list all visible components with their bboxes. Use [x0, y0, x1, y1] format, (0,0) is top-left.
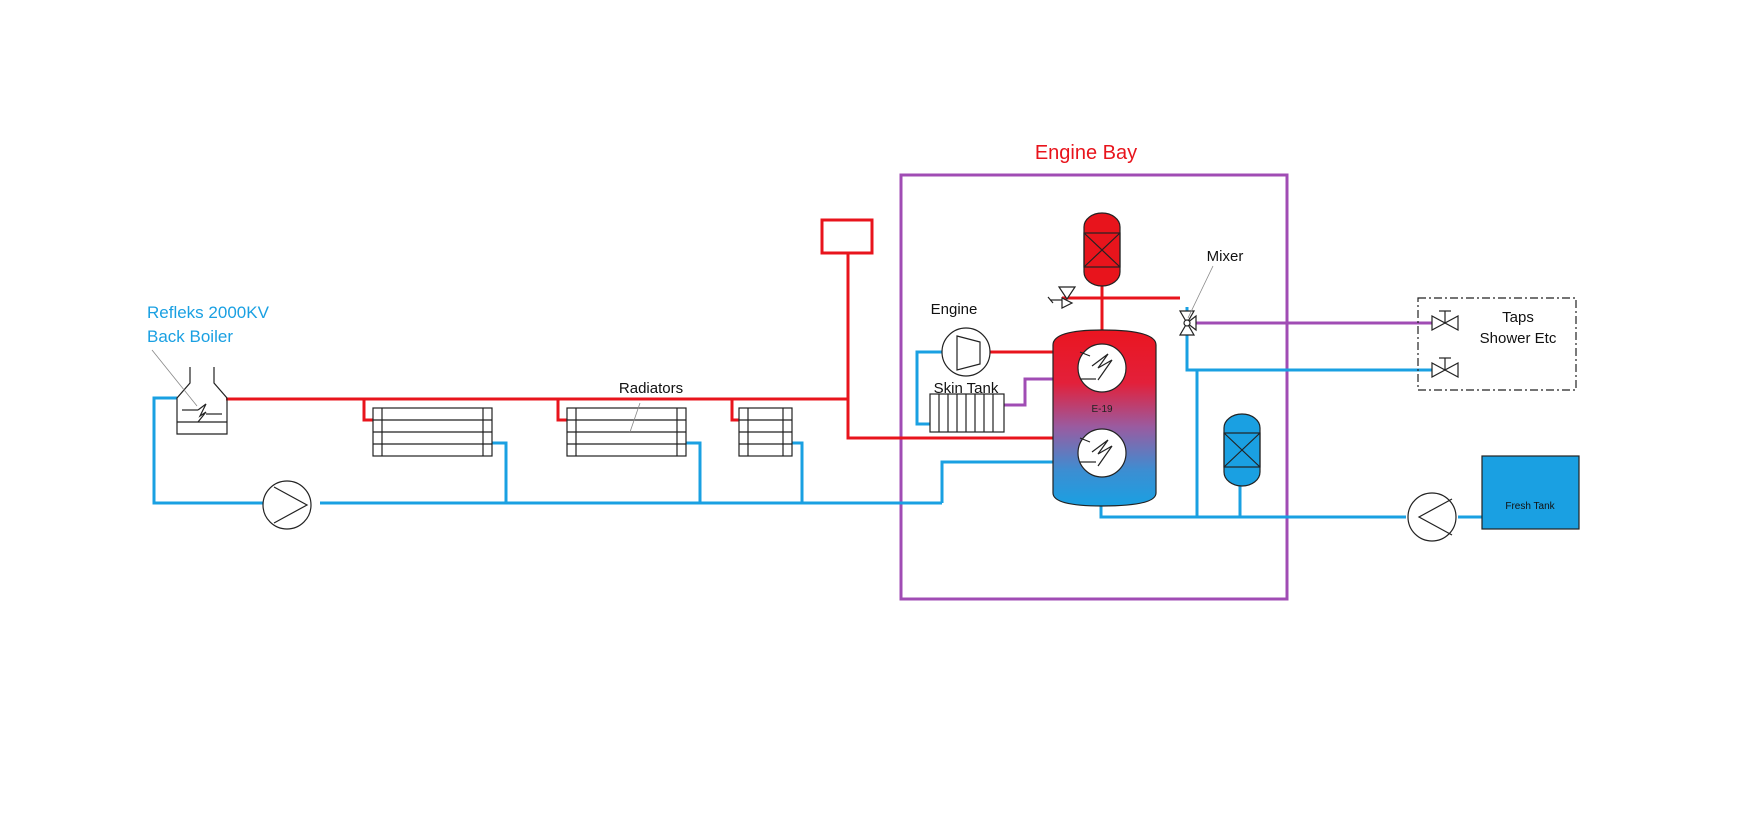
skin-tank-label: Skin Tank: [934, 380, 999, 397]
hot-pipes: [226, 253, 1180, 440]
mixing-valve-icon: [1178, 310, 1197, 336]
heat-exchanger-coil-icon: [1077, 428, 1127, 478]
tap-valve-icon: [1431, 310, 1459, 332]
boiler-label-line2: Back Boiler: [147, 327, 233, 346]
pump-icon: [262, 480, 312, 530]
fresh-tank: [1481, 455, 1580, 530]
boiler-leader-line: [151, 349, 198, 407]
header-tank: [820, 218, 874, 255]
radiator-1: [372, 407, 493, 457]
radiators-leader-line: [629, 402, 641, 433]
expansion-vessel-icon: [1223, 413, 1261, 487]
mixer-label: Mixer: [1207, 248, 1244, 265]
cold-pipes: [152, 307, 1482, 519]
engine-bay-label: Engine Bay: [1035, 142, 1137, 164]
engine-label: Engine: [931, 301, 978, 318]
engine: [941, 327, 991, 377]
radiator-3: [738, 407, 793, 457]
radiator-2: [566, 407, 687, 457]
expansion-vessel-icon: [1083, 212, 1121, 287]
engine-bay-border: [899, 173, 1289, 601]
taps-label-line2: Shower Etc: [1480, 330, 1557, 347]
taps-label-line1: Taps: [1502, 309, 1534, 326]
heat-exchanger-coil-icon: [1077, 343, 1127, 393]
boiler-label-line1: Refleks 2000KV: [147, 303, 270, 322]
taps-boundary: [1417, 297, 1577, 391]
mixer-leader-line: [1187, 265, 1214, 319]
skin-tank: [929, 393, 1005, 433]
radiators-label: Radiators: [619, 380, 683, 397]
fresh-tank-label: Fresh Tank: [1505, 501, 1555, 512]
tap-valve-icon: [1431, 357, 1459, 379]
back-boiler: [176, 367, 228, 435]
heat-exchanger-coil-icon: [197, 403, 207, 423]
pump-icon: [1407, 492, 1457, 542]
calorifier-id-label: E-19: [1091, 404, 1113, 415]
pressure-relief-valve-icon: [1047, 286, 1077, 309]
